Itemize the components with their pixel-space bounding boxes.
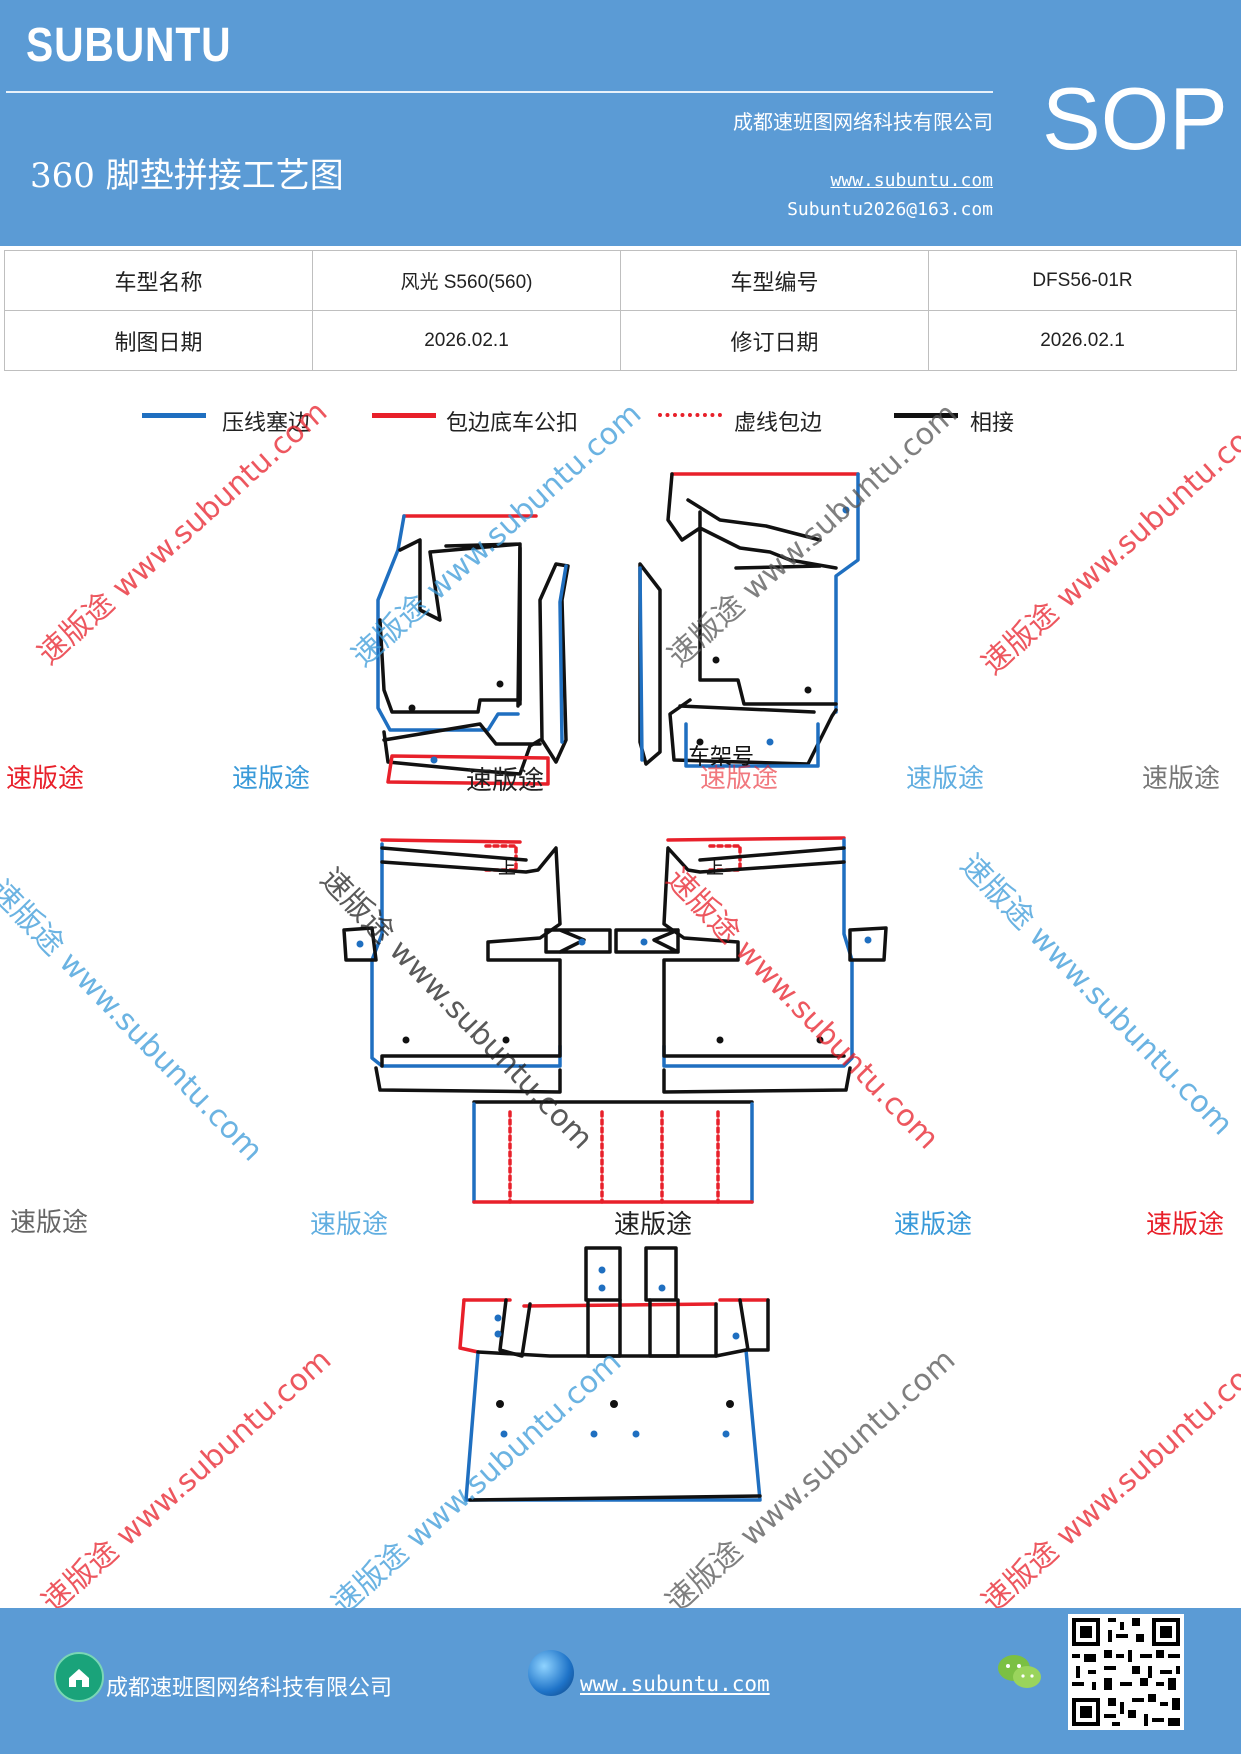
stitch-label-right: 上 — [706, 858, 724, 879]
footer-url-link[interactable]: www.subuntu.com — [580, 1672, 770, 1696]
vehicle-info-table: 车型名称 风光 S560(560) 车型编号 DFS56-01R 制图日期 20… — [4, 250, 1237, 371]
brand-logo: SUBUNTU — [26, 19, 232, 72]
model-name-value: 风光 S560(560) — [312, 250, 621, 311]
header-url-link[interactable]: www.subuntu.com — [830, 170, 993, 191]
legend-swatch-dotted — [658, 413, 722, 417]
watermark: 速版途 — [894, 1210, 973, 1240]
legend-swatch-blue — [142, 413, 206, 418]
legend-label: 包边底车公扣 — [446, 411, 579, 436]
header-company: 成都速班图网络科技有限公司 — [733, 110, 993, 134]
legend-label: 虚线包边 — [734, 411, 823, 436]
page-title: 360 脚垫拼接工艺图 — [30, 156, 344, 196]
revision-date-value: 2026.02.1 — [928, 310, 1237, 371]
watermark: 速版途 — [1142, 764, 1221, 794]
watermark: 速版途 — [614, 1210, 693, 1240]
revision-date-label: 修订日期 — [620, 310, 929, 371]
watermark: 速版途 — [906, 764, 985, 794]
model-code-label: 车型编号 — [620, 250, 929, 311]
table-row: 制图日期 2026.02.1 修订日期 2026.02.1 — [4, 310, 1237, 371]
legend-label: 压线塞边 — [222, 411, 311, 436]
table-row: 车型名称 风光 S560(560) 车型编号 DFS56-01R — [4, 250, 1237, 311]
wechat-icon[interactable] — [996, 1652, 1044, 1694]
header-divider — [6, 91, 993, 93]
mat-rear — [458, 1246, 770, 1502]
watermark: 速版途 — [310, 1210, 389, 1240]
mat-center-strip — [472, 1100, 754, 1204]
header-banner — [0, 0, 1241, 246]
mat-front-left — [376, 514, 570, 786]
header-email[interactable]: Subuntu2026@163.com — [787, 199, 993, 220]
watermark: 速版途 — [232, 764, 311, 794]
watermark: 速版途 — [466, 766, 545, 796]
drawing-date-value: 2026.02.1 — [312, 310, 621, 371]
frame-number-label: 车架号 — [688, 745, 754, 770]
footer-company: 成都速班图网络科技有限公司 — [106, 1676, 393, 1701]
mat-middle-left — [342, 838, 612, 1094]
model-code-value: DFS56-01R — [928, 250, 1237, 311]
legend-swatch-black — [894, 413, 958, 418]
home-icon — [54, 1652, 104, 1702]
legend-label: 相接 — [970, 411, 1015, 436]
watermark: 速版途 — [1146, 1210, 1225, 1240]
drawing-date-label: 制图日期 — [4, 310, 313, 371]
mat-middle-right — [614, 836, 888, 1094]
stitch-label-left: 上 — [498, 858, 516, 879]
doc-type-label: SOP — [1042, 69, 1228, 168]
watermark: 速版途 — [700, 764, 779, 794]
globe-icon — [528, 1650, 574, 1696]
qr-code — [1068, 1614, 1184, 1730]
watermark: 速版途 — [10, 1208, 89, 1238]
legend-swatch-red — [372, 413, 436, 418]
watermark: 速版途 — [6, 764, 85, 794]
model-name-label: 车型名称 — [4, 250, 313, 311]
mat-front-right — [638, 472, 860, 768]
